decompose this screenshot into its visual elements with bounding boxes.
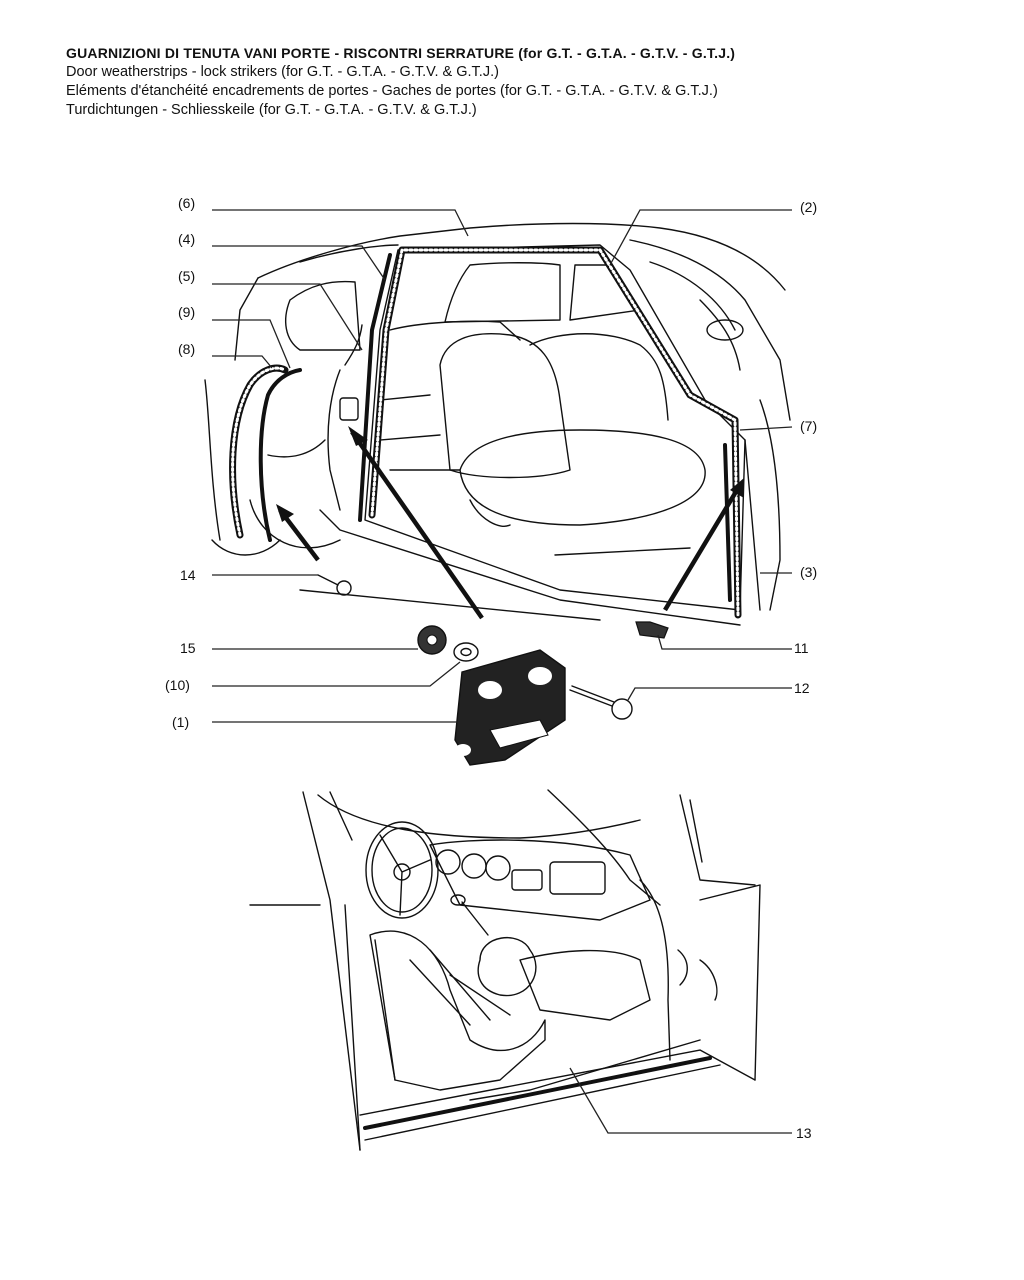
callout-10: (10)	[165, 677, 190, 693]
callout-7: (7)	[800, 418, 817, 434]
callout-3: (3)	[800, 564, 817, 580]
callout-9: (9)	[178, 304, 195, 320]
callout-1: (1)	[172, 714, 189, 730]
callout-5: (5)	[178, 268, 195, 284]
leader-lines	[212, 209, 793, 1134]
callout-labels: (6) (4) (5) (9) (8) (2) (7) (3) 14 15 (1…	[165, 195, 817, 1141]
title-french: Eléments d'étanchéité encadrements de po…	[66, 83, 718, 99]
callout-4: (4)	[178, 231, 195, 247]
callout-2: (2)	[800, 199, 817, 215]
callout-8: (8)	[178, 341, 195, 357]
hardware-parts	[317, 574, 669, 766]
title-english: Door weatherstrips - lock strikers (for …	[66, 64, 499, 80]
callout-12: 12	[794, 680, 810, 696]
callout-15: 15	[180, 640, 196, 656]
interior-illustration	[249, 789, 761, 1151]
title-italian: GUARNIZIONI DI TENUTA VANI PORTE - RISCO…	[66, 45, 736, 61]
callout-11: 11	[794, 640, 809, 656]
callout-14: 14	[180, 567, 196, 583]
door-weatherstrip-seals	[229, 246, 742, 619]
callout-13: 13	[796, 1125, 812, 1141]
title-german: Turdichtungen - Schliesskeile (for G.T. …	[66, 102, 477, 118]
callout-6: (6)	[178, 195, 195, 211]
pointer-arrows	[276, 426, 744, 620]
page-header: GUARNIZIONI DI TENUTA VANI PORTE - RISCO…	[66, 44, 966, 120]
